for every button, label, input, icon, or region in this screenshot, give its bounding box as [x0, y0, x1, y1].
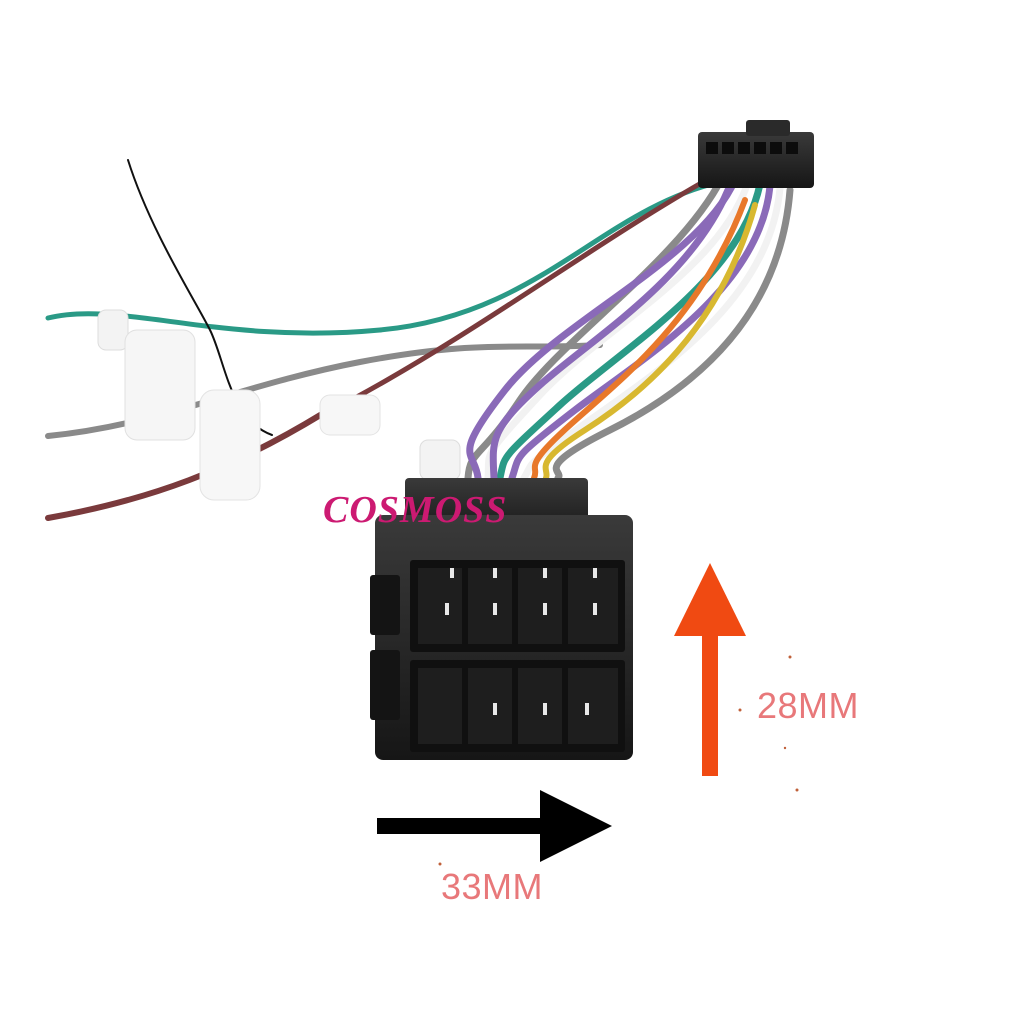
green-wire — [45, 179, 723, 336]
brown-wire-upper — [352, 175, 713, 401]
side-latch — [370, 650, 400, 720]
upper-socket-bank — [410, 560, 625, 652]
head-unit-connector — [698, 120, 814, 188]
wire-label-sleeves — [97, 309, 461, 501]
speck-dots — [438, 655, 799, 866]
brown-wire — [45, 411, 325, 521]
side-latch — [370, 575, 400, 635]
width-dimension-label: 33MM — [441, 866, 544, 907]
label-sleeve — [419, 439, 461, 481]
width-arrow — [377, 790, 612, 862]
lower-socket-bank — [410, 660, 625, 752]
label-sleeve — [199, 389, 261, 501]
height-dimension-label: 28MM — [757, 685, 860, 726]
brand-watermark: COSMOSS — [323, 489, 508, 531]
wire-bundle — [464, 174, 794, 482]
label-sleeve — [319, 394, 381, 436]
label-sleeve — [124, 329, 196, 441]
iso-connector — [370, 478, 633, 760]
label-sleeve — [97, 309, 129, 351]
height-arrow — [674, 563, 746, 776]
